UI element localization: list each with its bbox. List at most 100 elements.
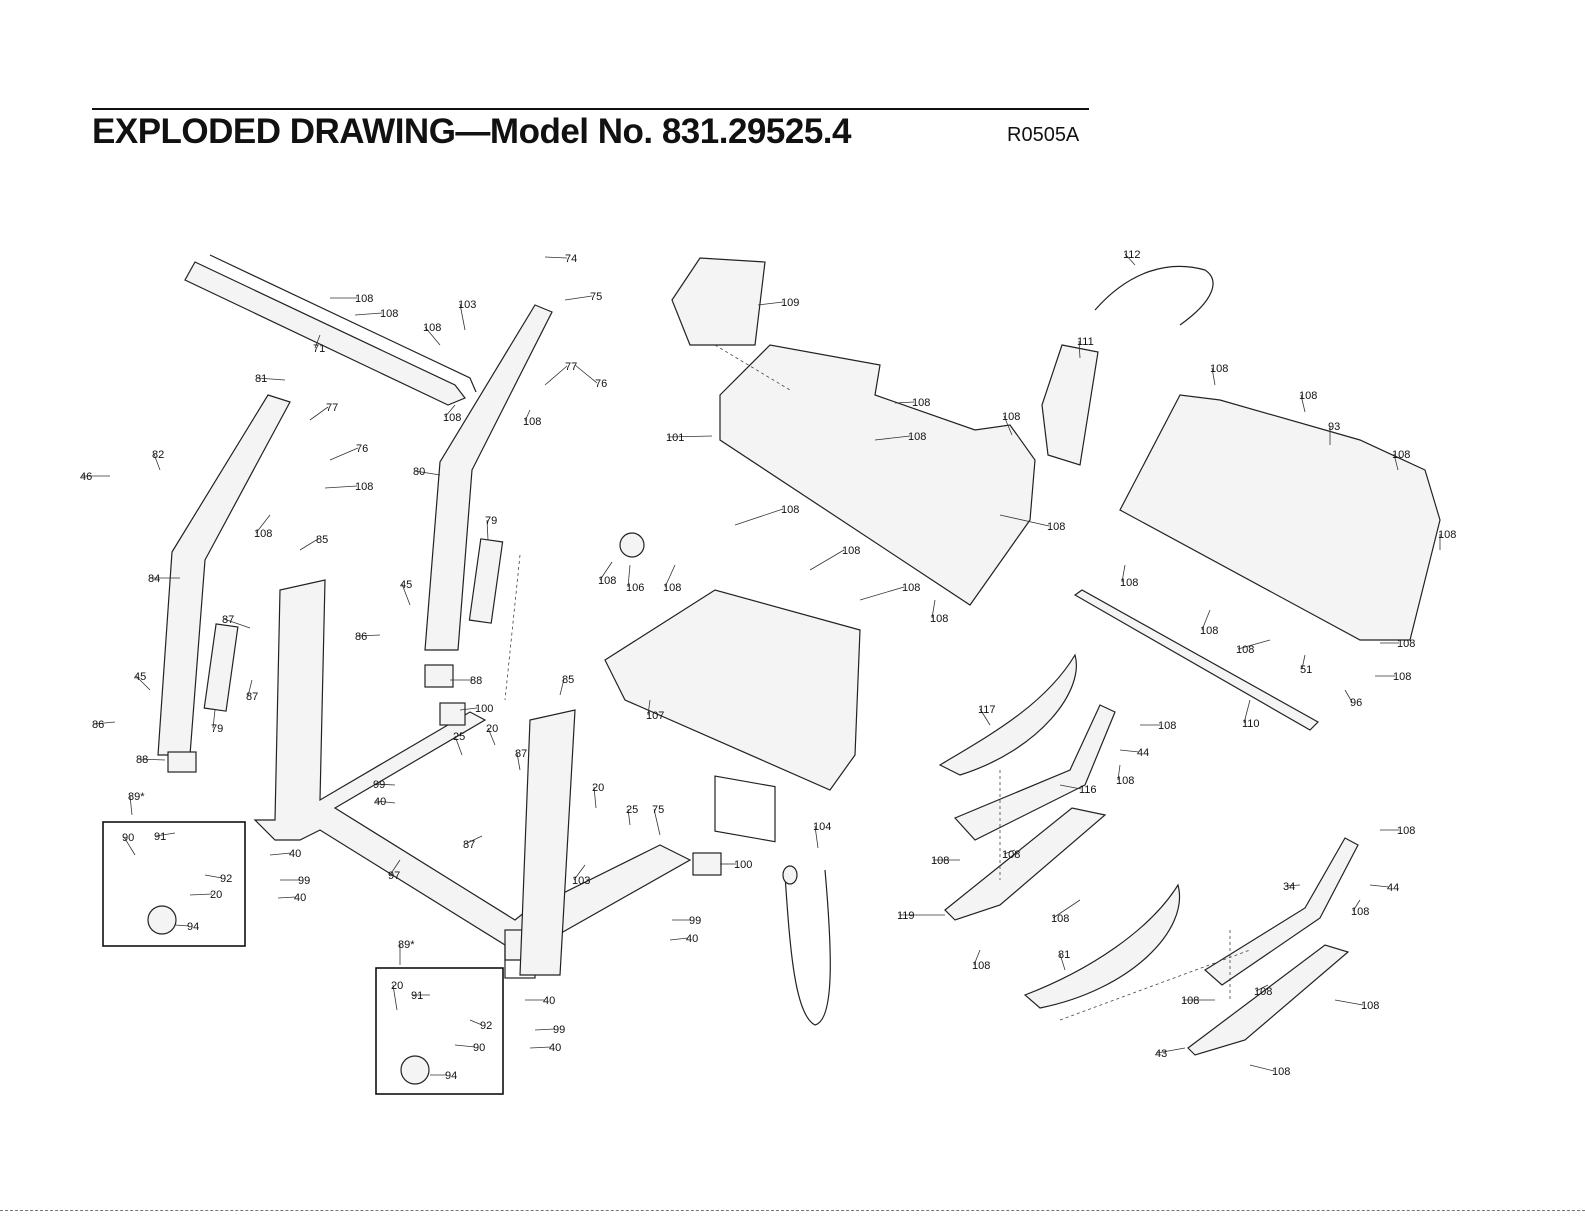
part-callout-80: 80: [413, 466, 425, 478]
callout-leader-108: [1352, 899, 1361, 912]
part-callout-108: 108: [423, 322, 441, 334]
callout-leader-79: [486, 519, 489, 541]
part-callout-75: 75: [590, 291, 602, 303]
part-callout-108: 108: [598, 575, 616, 587]
callout-leader-97: [389, 859, 401, 876]
part-callout-99: 99: [373, 779, 385, 791]
assembly-line: [504, 554, 521, 701]
part-callout-84: 84: [148, 573, 160, 585]
callout-layer: 7475108108103108717776108108817776108824…: [80, 249, 1456, 1082]
part-callout-108: 108: [1210, 363, 1228, 375]
part-callout-87: 87: [222, 614, 234, 626]
callout-leader-40: [277, 896, 297, 899]
callout-leader-108: [1003, 849, 1016, 855]
callout-leader-108: [1052, 899, 1081, 919]
callout-leader-111: [1078, 340, 1081, 359]
part-callout-108: 108: [1397, 825, 1415, 837]
part-callout-20: 20: [486, 723, 498, 735]
part-callout-90: 90: [473, 1042, 485, 1054]
callout-leader-25: [627, 808, 631, 826]
handrail-tube: [184, 261, 466, 406]
page-title: EXPLODED DRAWING—Model No. 831.29525.4: [92, 112, 851, 151]
part-callout-108: 108: [972, 960, 990, 972]
part-callout-103: 103: [458, 299, 476, 311]
part-callout-91: 91: [154, 831, 166, 843]
part-callout-108: 108: [1397, 638, 1415, 650]
part-callout-108: 108: [1158, 720, 1176, 732]
callout-leader-76: [574, 364, 598, 384]
callout-leader-81: [1059, 953, 1066, 971]
part-callout-92: 92: [480, 1020, 492, 1032]
part-callout-99: 99: [689, 915, 701, 927]
page-bottom-rule: [0, 1210, 1585, 1211]
callout-leader-88: [137, 758, 166, 761]
left-bracket-plate: [203, 623, 239, 712]
part-callout-97: 97: [388, 870, 400, 882]
right-rail-cover: [1023, 883, 1181, 1009]
callout-leader-81: [256, 377, 286, 381]
callout-leader-20: [593, 786, 597, 809]
drive-belt: [784, 869, 831, 1026]
part-callout-108: 108: [931, 855, 949, 867]
part-callout-108: 108: [254, 528, 272, 540]
callout-leader-79: [212, 709, 216, 729]
callout-leader-77: [544, 365, 568, 386]
callout-leader-108: [664, 564, 676, 588]
callout-leader-116: [1059, 784, 1082, 790]
callout-leader-101: [667, 435, 713, 438]
callout-leader-75: [653, 808, 661, 836]
callout-leader-87: [223, 618, 251, 629]
callout-leader-20: [392, 984, 398, 1011]
left-side-guard: [944, 807, 1107, 921]
part-callout-108: 108: [1438, 529, 1456, 541]
callout-leader-44: [1119, 749, 1140, 753]
part-callout-100: 100: [475, 703, 493, 715]
callout-leader-40: [669, 937, 689, 941]
part-callout-75: 75: [652, 804, 664, 816]
part-callout-93: 93: [1328, 421, 1340, 433]
part-callout-108: 108: [902, 582, 920, 594]
callout-leader-25: [454, 735, 463, 756]
part-callout-108: 108: [1200, 625, 1218, 637]
callout-leader-108: [1121, 564, 1126, 583]
part-callout-85: 85: [562, 674, 574, 686]
part-callout-108: 108: [1236, 644, 1254, 656]
part-callout-108: 108: [523, 416, 541, 428]
part-callout-45: 45: [134, 671, 146, 683]
part-callout-108: 108: [1116, 775, 1134, 787]
callout-leader-86: [93, 721, 116, 725]
callout-leader-90: [123, 836, 136, 856]
part-callout-108: 108: [1002, 411, 1020, 423]
part-callout-85: 85: [316, 534, 328, 546]
part-callout-43: 43: [1155, 1048, 1167, 1060]
callout-leader-40: [269, 852, 292, 856]
part-callout-96: 96: [1350, 697, 1362, 709]
part-callout-25: 25: [453, 731, 465, 743]
callout-leader-103: [459, 303, 466, 331]
callout-leader-108: [444, 404, 456, 418]
callout-leader-45: [401, 583, 411, 606]
part-callout-100: 100: [734, 859, 752, 871]
callout-leader-108: [999, 514, 1050, 527]
callout-leader-89*: [129, 795, 133, 816]
callout-leader-87: [516, 752, 521, 771]
part-callout-108: 108: [355, 293, 373, 305]
motor-hood: [1119, 394, 1441, 641]
callout-leader-108: [1334, 999, 1364, 1006]
assembly-line: [714, 344, 791, 391]
callout-leader-104: [814, 825, 819, 849]
right-wheel: [400, 1055, 430, 1085]
callout-leader-106: [627, 564, 631, 588]
callout-leader-77: [309, 406, 329, 421]
belt-pulley: [782, 865, 798, 885]
part-callout-108: 108: [663, 582, 681, 594]
part-callout-87: 87: [515, 748, 527, 760]
part-callout-112: 112: [1123, 249, 1141, 261]
part-callout-90: 90: [122, 832, 134, 844]
part-callout-104: 104: [813, 821, 831, 833]
callout-leader-108: [1003, 415, 1013, 436]
part-callout-20: 20: [592, 782, 604, 794]
part-callout-108: 108: [355, 481, 373, 493]
